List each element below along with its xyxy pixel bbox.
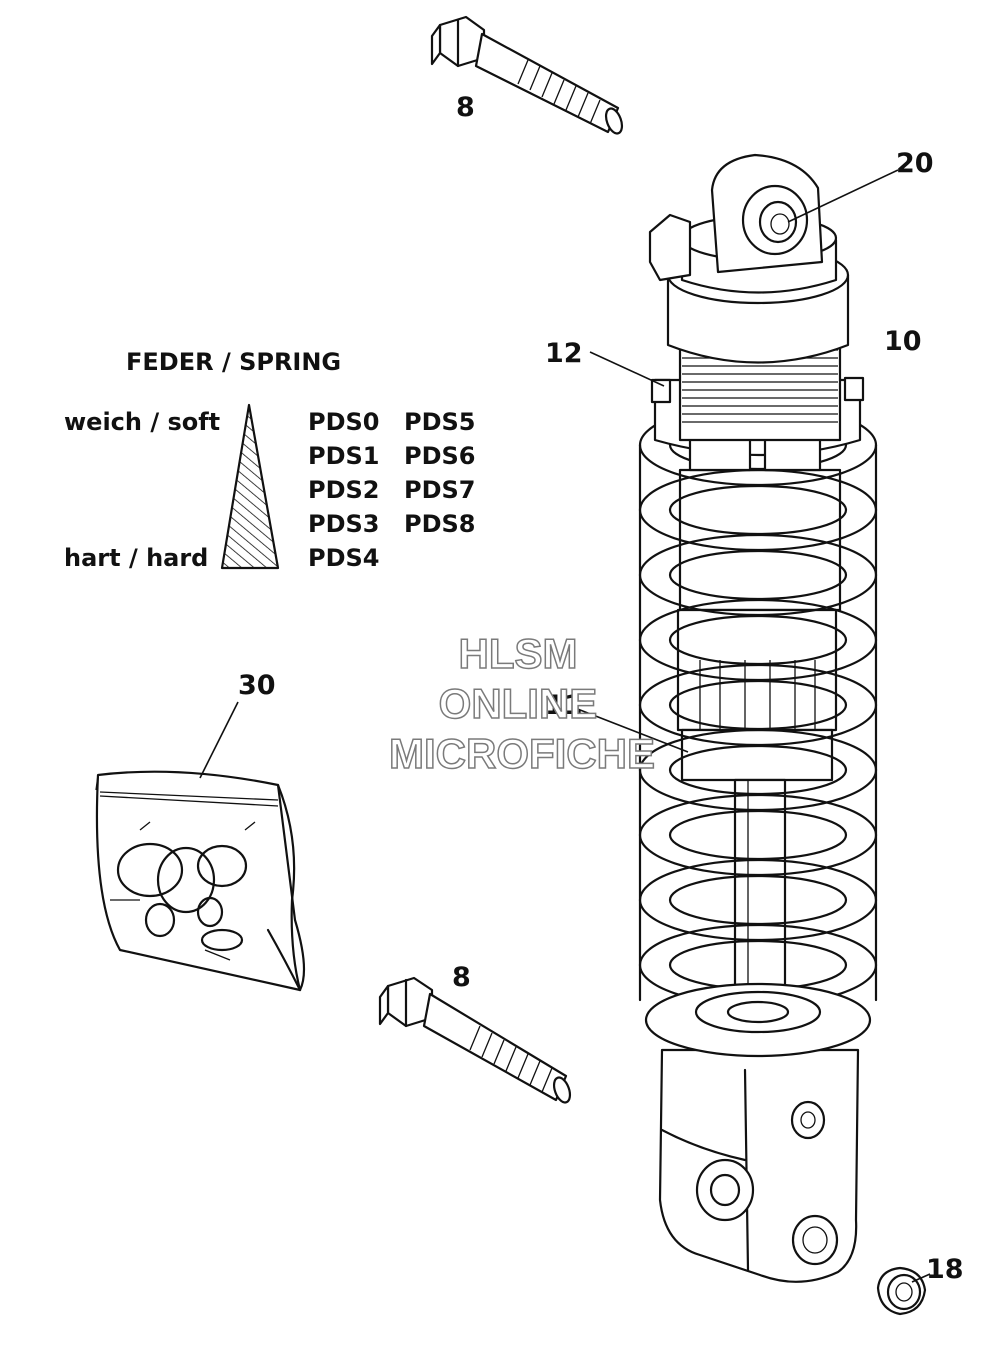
legend-spring-code: PDS7 <box>404 476 476 504</box>
callout-30: 30 <box>238 670 276 701</box>
leader-12 <box>589 351 665 387</box>
bolt-top-illustration <box>430 15 624 135</box>
leader-11 <box>574 707 689 753</box>
watermark-line2: ONLINE <box>439 680 598 727</box>
legend-spring-code: PDS8 <box>404 510 476 538</box>
callout-18: 18 <box>926 1254 964 1285</box>
watermark-line3: MICROFICHE <box>389 730 655 777</box>
legend-spring-code: PDS5 <box>404 408 476 436</box>
callout-10: 10 <box>884 326 922 357</box>
callout-8-bottom: 8 <box>452 962 471 993</box>
legend-spring-code: PDS6 <box>404 442 476 470</box>
legend-hard-label: hart / hard <box>64 544 208 572</box>
legend-title: FEDER / SPRING <box>126 348 341 376</box>
cap-illustration <box>876 1266 927 1316</box>
callout-8-top: 8 <box>456 92 475 123</box>
callout-20: 20 <box>896 148 934 179</box>
callout-12: 12 <box>545 338 583 369</box>
legend-spring-code: PDS0 <box>308 408 380 436</box>
watermark-line1: HLSM <box>459 630 578 677</box>
callout-11: 11 <box>545 690 583 721</box>
legend-spring-code: PDS1 <box>308 442 380 470</box>
spring-rate-wedge <box>220 403 280 570</box>
bolt-bottom-illustration <box>378 976 572 1104</box>
seal-kit-illustration <box>95 770 306 992</box>
legend-spring-code: PDS2 <box>308 476 380 504</box>
leader-18 <box>911 1273 931 1283</box>
legend-soft-label: weich / soft <box>64 408 220 436</box>
legend-spring-code: PDS4 <box>308 544 380 572</box>
leader-30 <box>199 701 239 779</box>
legend-spring-code: PDS3 <box>308 510 380 538</box>
shock-absorber-illustration <box>638 153 878 1283</box>
leader-20 <box>787 169 899 223</box>
